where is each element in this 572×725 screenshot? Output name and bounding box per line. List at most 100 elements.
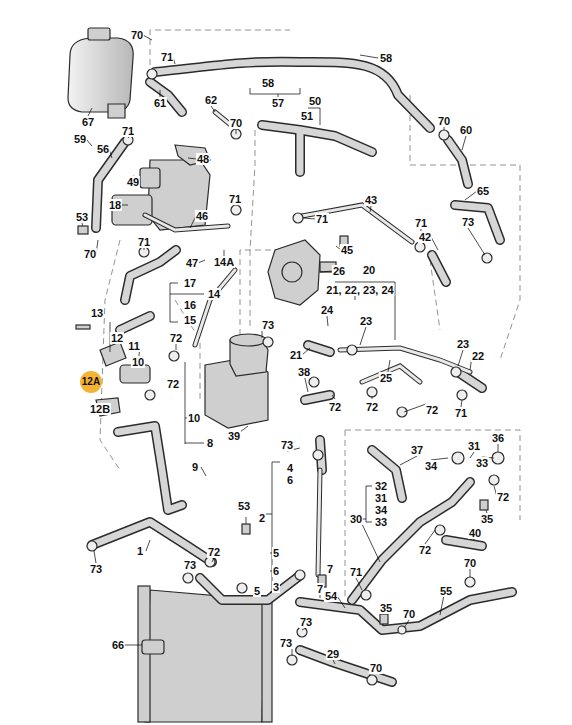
- callout-number: 22: [471, 350, 485, 362]
- callout-number: 1: [136, 545, 144, 557]
- hose-clamps: [87, 69, 504, 685]
- callout-number: 72: [166, 378, 180, 390]
- expansion-tank: [68, 28, 133, 118]
- callout-number: 70: [130, 29, 144, 41]
- callout-number: 8: [206, 437, 214, 449]
- callout-number: 32: [374, 480, 388, 492]
- callout-number: 35: [480, 513, 494, 525]
- callout-number: 9: [191, 461, 199, 473]
- callout-number: 59: [73, 133, 87, 145]
- callout-number: 71: [160, 51, 174, 63]
- callout-number: 40: [468, 527, 482, 539]
- callout-number: 3: [272, 581, 280, 593]
- bolts: [76, 226, 488, 624]
- callout-brackets: [110, 88, 395, 592]
- pump-module: [112, 145, 210, 230]
- oil-cooler: [205, 334, 268, 428]
- callout-number: 33: [374, 516, 388, 528]
- callout-number: 21: [289, 349, 303, 361]
- callout-number: 73: [89, 563, 103, 575]
- callout-number: 10: [131, 356, 145, 368]
- leader-lines: [82, 35, 498, 676]
- callout-number: 39: [227, 430, 241, 442]
- callout-number: 70: [369, 662, 383, 674]
- callout-number: 72: [425, 404, 439, 416]
- callout-number: 7: [316, 583, 324, 595]
- callout-number: 16: [183, 299, 197, 311]
- callout-number: 2: [258, 512, 266, 524]
- metal-pipes: [145, 112, 470, 575]
- callout-number: 24: [320, 304, 334, 316]
- callout-number: 21, 22, 23, 24: [325, 284, 394, 296]
- callout-number: 56: [96, 143, 110, 155]
- callout-number: 71: [454, 407, 468, 419]
- callout-number: 73: [183, 559, 197, 571]
- callout-number: 57: [271, 97, 285, 109]
- callout-number: 20: [362, 264, 376, 276]
- callout-number: 46: [195, 210, 209, 222]
- callout-number: 38: [297, 366, 311, 378]
- callout-number: 12B: [89, 403, 111, 415]
- callout-number: 73: [299, 616, 313, 628]
- callout-number: 34: [374, 504, 388, 516]
- callout-number: 33: [475, 457, 489, 469]
- coolant-hoses: [92, 62, 512, 682]
- callout-number: 67: [81, 116, 95, 128]
- callout-number: 72: [418, 544, 432, 556]
- callout-number: 70: [83, 248, 97, 260]
- callout-number: 18: [108, 199, 122, 211]
- callout-number: 72: [207, 546, 221, 558]
- callout-number: 71: [121, 125, 135, 137]
- callout-number: 73: [461, 216, 475, 228]
- callout-number: 5: [272, 547, 280, 559]
- callout-number: 55: [439, 585, 453, 597]
- callout-number: 73: [280, 439, 294, 451]
- callout-number: 11: [127, 340, 141, 352]
- callout-number: 12: [110, 332, 124, 344]
- callout-number: 23: [456, 338, 470, 350]
- callout-number: 36: [491, 432, 505, 444]
- callout-number: 71: [137, 236, 151, 248]
- coolant-hoses: [92, 62, 512, 682]
- callout-number: 23: [359, 315, 373, 327]
- callout-number: 71: [349, 566, 363, 578]
- callout-number: 71: [228, 193, 242, 205]
- callout-number: 29: [326, 648, 340, 660]
- assembly-guide-lines: [100, 30, 520, 600]
- callout-number: 72: [169, 332, 183, 344]
- callout-number: 5: [253, 585, 261, 597]
- callout-number: 62: [204, 94, 218, 106]
- callout-number: 53: [75, 211, 89, 223]
- callout-number: 43: [364, 194, 378, 206]
- callout-number: 54: [324, 590, 338, 602]
- callout-number: 71: [315, 213, 329, 225]
- callout-number: 58: [379, 52, 393, 64]
- callout-number: 17: [183, 277, 197, 289]
- callout-number: 51: [300, 110, 314, 122]
- callout-number: 48: [196, 153, 210, 165]
- callout-number: 30: [349, 513, 363, 525]
- metal-pipes: [145, 112, 470, 575]
- callout-number: 34: [424, 460, 438, 472]
- callout-number: 42: [418, 231, 432, 243]
- callout-number: 7: [326, 563, 334, 575]
- callout-number: 49: [126, 176, 140, 188]
- callout-number: 14A: [213, 256, 235, 268]
- callout-number: 66: [111, 639, 125, 651]
- radiator: [138, 586, 272, 722]
- callout-number: 61: [153, 97, 167, 109]
- callout-number: 70: [463, 557, 477, 569]
- callout-number: 70: [437, 115, 451, 127]
- callout-number: 13: [90, 307, 104, 319]
- callout-number: 58: [261, 77, 275, 89]
- callout-number: 12A: [80, 371, 102, 393]
- callout-number: 14: [207, 288, 221, 300]
- callout-number: 35: [379, 602, 393, 614]
- callout-number: 31: [374, 492, 388, 504]
- callout-number: 72: [328, 401, 342, 413]
- callout-number: 4: [286, 462, 294, 474]
- callout-number: 73: [261, 319, 275, 331]
- callout-number: 73: [279, 637, 293, 649]
